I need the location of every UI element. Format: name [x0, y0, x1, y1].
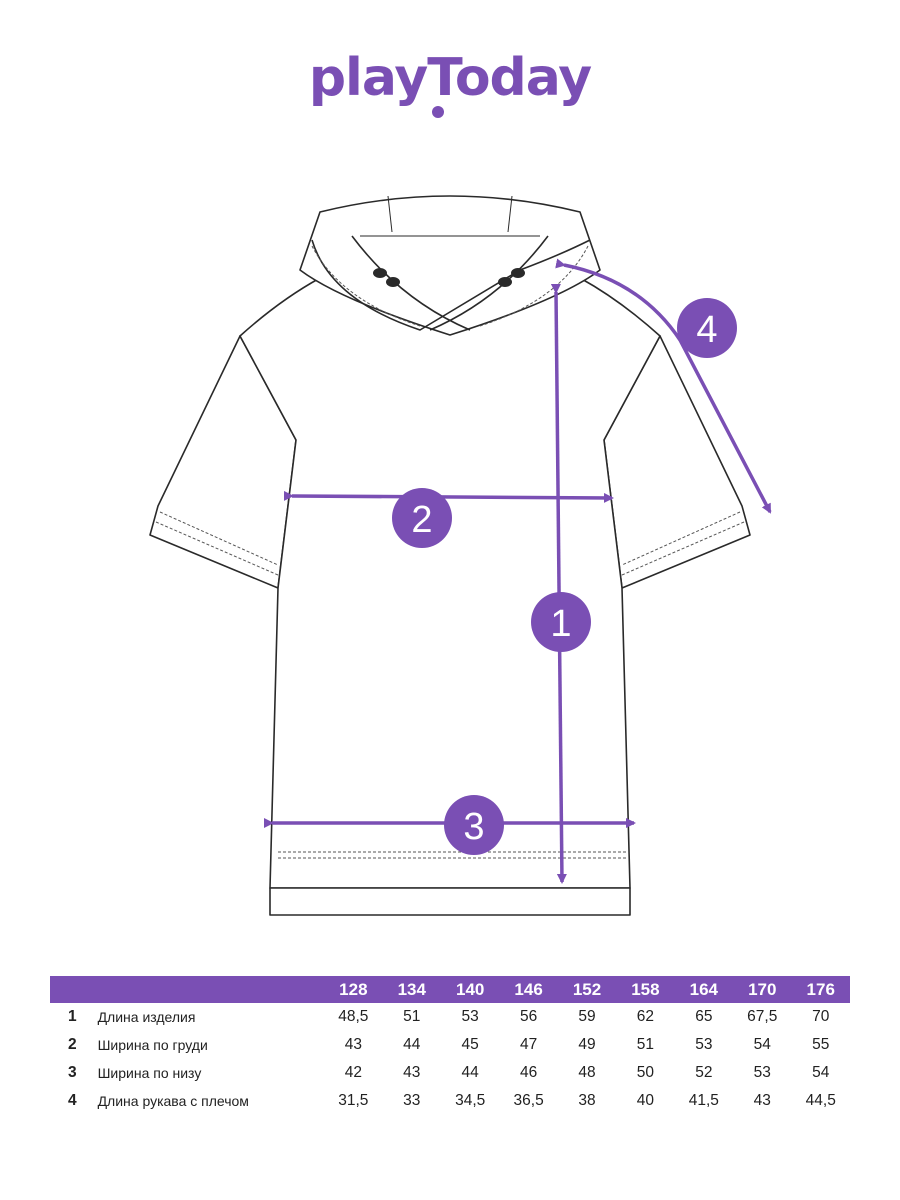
table-row: 4 Длина рукава с плечом 31,5 33 34,5 36,… [50, 1087, 850, 1115]
cell-value: 55 [812, 1036, 830, 1053]
arrow-sleeve [555, 258, 772, 514]
cell-value: 47 [519, 1036, 538, 1053]
cell-value: 43 [753, 1092, 771, 1109]
cell-value: 33 [403, 1092, 421, 1109]
size-header: 158 [616, 976, 675, 1003]
size-header: 152 [557, 976, 617, 1003]
cell-value: 50 [636, 1064, 655, 1081]
header-spacer [50, 976, 325, 1003]
size-header-row: 128 134 140 146 152 158 164 170 176 [50, 976, 850, 1003]
cell-value: 59 [578, 1008, 596, 1025]
hood-front [311, 239, 591, 331]
eyelets [373, 268, 525, 287]
svg-text:4: 4 [696, 309, 717, 351]
cell-value: 34,5 [455, 1092, 486, 1109]
logo-dot [432, 106, 444, 118]
cell-value: 44 [461, 1064, 479, 1081]
cell-value: 62 [636, 1008, 655, 1025]
cell-value: 70 [812, 1008, 830, 1025]
row-number: 3 [68, 1064, 77, 1081]
row-label: Ширина по груди [97, 1037, 208, 1053]
marker-3: 3 [444, 795, 504, 855]
row-label: Ширина по низу [97, 1065, 202, 1081]
size-header: 128 [324, 976, 383, 1003]
cell-value: 67,5 [747, 1008, 778, 1025]
cell-value: 49 [578, 1036, 596, 1053]
cell-value: 36,5 [513, 1092, 544, 1109]
bottom-band [269, 887, 631, 916]
cell-value: 53 [695, 1036, 713, 1053]
table-row: 1 Длина изделия 48,5 51 53 56 59 62 65 6… [50, 1003, 850, 1031]
table-row: 2 Ширина по груди 43 44 45 47 49 51 53 5… [50, 1031, 850, 1059]
cell-value: 41,5 [688, 1092, 719, 1109]
cell-value: 44 [403, 1036, 421, 1053]
brand-logo: playToday [308, 48, 592, 108]
cell-value: 54 [812, 1064, 830, 1081]
cell-value: 51 [403, 1008, 421, 1025]
left-eyelet [373, 268, 387, 278]
cell-value: 44,5 [805, 1092, 836, 1109]
size-header: 146 [499, 976, 558, 1003]
cell-value: 51 [636, 1036, 655, 1053]
table-row: 3 Ширина по низу 42 43 44 46 48 50 52 53… [50, 1059, 850, 1087]
size-header: 176 [791, 976, 850, 1003]
cell-value: 48 [578, 1064, 596, 1081]
cell-value: 46 [519, 1064, 538, 1081]
svg-text:1: 1 [550, 603, 571, 645]
body [239, 277, 661, 889]
size-header: 140 [440, 976, 500, 1003]
cell-value: 45 [461, 1036, 479, 1053]
cell-value: 53 [461, 1008, 479, 1025]
svg-text:2: 2 [411, 499, 432, 541]
marker-4: 4 [677, 298, 737, 358]
size-table: 128 134 140 146 152 158 164 170 176 1 Дл… [50, 976, 850, 1115]
stitch-lines [155, 245, 745, 859]
cell-value: 56 [519, 1008, 538, 1025]
arrow-chest [283, 490, 614, 503]
cell-value: 43 [344, 1036, 362, 1053]
right-eyelet [511, 268, 525, 278]
cell-value: 53 [753, 1064, 771, 1081]
row-label: Длина изделия [97, 1009, 196, 1025]
size-header: 170 [733, 976, 792, 1003]
garment-diagram: 1 2 3 4 [149, 195, 772, 916]
row-label: Длина рукава с плечом [97, 1093, 249, 1109]
size-header: 164 [674, 976, 734, 1003]
cell-value: 31,5 [338, 1092, 369, 1109]
cell-value: 65 [695, 1008, 713, 1025]
cell-value: 42 [344, 1064, 362, 1081]
cell-value: 52 [695, 1064, 713, 1081]
row-number: 1 [68, 1008, 77, 1025]
cell-value: 40 [636, 1092, 655, 1109]
row-number: 2 [68, 1036, 77, 1053]
size-header: 134 [382, 976, 441, 1003]
svg-text:3: 3 [463, 806, 484, 848]
row-number: 4 [68, 1092, 77, 1109]
marker-2: 2 [392, 488, 452, 548]
cell-value: 38 [578, 1092, 596, 1109]
marker-1: 1 [531, 592, 591, 652]
cell-value: 43 [403, 1064, 421, 1081]
cell-value: 48,5 [338, 1008, 369, 1025]
cell-value: 54 [753, 1036, 771, 1053]
